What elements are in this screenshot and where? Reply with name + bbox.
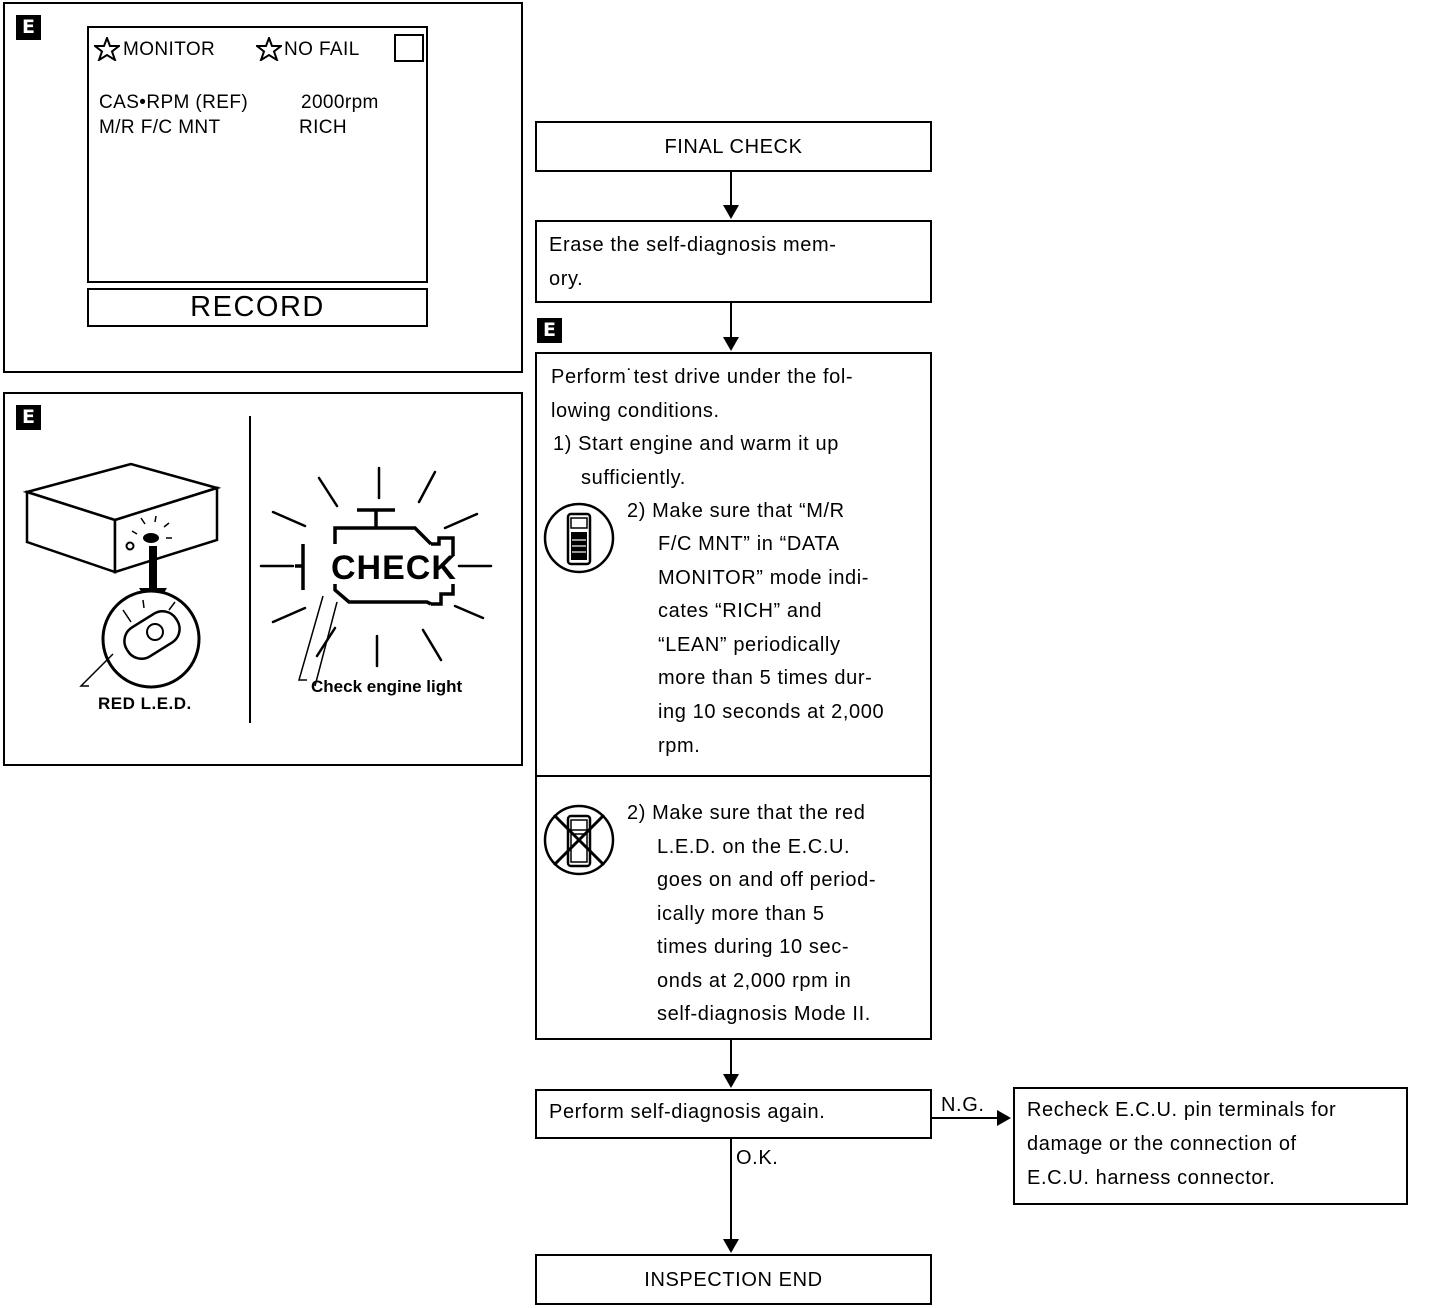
step2-consult-text: MONITOR” mode indi- <box>658 567 870 589</box>
drive-intro-text: lowing conditions. <box>551 400 720 422</box>
star-icon <box>94 37 120 61</box>
final-check-box: FINAL CHECK <box>535 121 932 172</box>
check-text: CHECK <box>331 549 457 587</box>
section-divider <box>537 775 930 777</box>
recheck-text: damage or the connection of <box>1027 1133 1297 1155</box>
no-fail-label: NO FAIL <box>284 39 360 60</box>
recheck-box: Recheck E.C.U. pin terminals for damage … <box>1013 1087 1408 1205</box>
ng-connector <box>932 1117 1001 1119</box>
recheck-text: Recheck E.C.U. pin terminals for <box>1027 1099 1337 1121</box>
step2-consult-text: ing 10 seconds at 2,000 <box>658 701 885 723</box>
inspection-end-label: INSPECTION END <box>644 1268 823 1291</box>
check-engine-light-label: Check engine light <box>311 677 463 696</box>
monitor-row-value: 2000rpm <box>301 92 379 113</box>
flow-arrow <box>723 172 739 219</box>
step2-led-text: ically more than 5 <box>657 903 825 925</box>
final-check-label: FINAL CHECK <box>664 135 803 158</box>
monitor-header-label: MONITOR <box>123 39 216 60</box>
flow-arrow <box>723 1139 739 1253</box>
monitor-row-value: RICH <box>299 117 348 138</box>
monitor-panel: E MONITOR NO FAIL CAS•RPM (REF) 2000rpm … <box>3 2 523 373</box>
inspection-end-box: INSPECTION END <box>535 1254 932 1305</box>
recheck-text: E.C.U. harness connector. <box>1027 1167 1276 1189</box>
monitor-screen: MONITOR NO FAIL CAS•RPM (REF) 2000rpm M/… <box>87 26 428 283</box>
erase-memory-text: ory. <box>549 268 584 290</box>
monitor-row-label: CAS•RPM (REF) <box>99 92 249 113</box>
step2-consult-text: rpm. <box>658 735 701 757</box>
monitor-checkbox[interactable] <box>394 34 424 62</box>
step1-text: 1) Start engine and warm it up <box>553 433 839 455</box>
step2-led-text: self-diagnosis Mode II. <box>657 1003 871 1025</box>
red-led-label: RED L.E.D. <box>98 694 192 713</box>
star-icon <box>256 37 282 61</box>
step2-led-text: L.E.D. on the E.C.U. <box>657 836 851 858</box>
flow-arrow <box>723 1040 739 1088</box>
record-button[interactable]: RECORD <box>87 288 428 327</box>
step2-consult-text: “LEAN” periodically <box>658 634 841 656</box>
step1-text: sufficiently. <box>581 467 686 489</box>
flow-arrow <box>723 303 739 351</box>
e-badge: E <box>537 318 562 343</box>
panel-divider <box>249 416 251 723</box>
ok-label: O.K. <box>736 1147 779 1169</box>
erase-memory-box: Erase the self-diagnosis mem- ory. <box>535 220 932 303</box>
no-consult-icon <box>543 804 615 876</box>
e-badge: E <box>16 405 41 430</box>
self-diagnosis-box: Perform self-diagnosis again. <box>535 1089 932 1139</box>
ecu-unit-illustration <box>22 462 222 689</box>
step2-led-text: times during 10 sec- <box>657 936 850 958</box>
step2-consult-text: cates “RICH” and <box>658 600 823 622</box>
monitor-row-label: M/R F/C MNT <box>99 117 221 138</box>
step2-consult-text: more than 5 times dur- <box>658 667 873 689</box>
step2-led-text: goes on and off period- <box>657 869 877 891</box>
erase-memory-text: Erase the self-diagnosis mem- <box>549 234 837 256</box>
drive-intro-text: Perform˙test drive under the fol- <box>551 366 854 388</box>
ng-arrowhead <box>997 1110 1011 1126</box>
consult-tester-icon <box>543 502 615 574</box>
test-drive-box: Perform˙test drive under the fol- lowing… <box>535 352 932 1040</box>
step2-led-text: 2) Make sure that the red <box>627 802 866 824</box>
self-diagnosis-label: Perform self-diagnosis again. <box>549 1101 826 1123</box>
record-button-label: RECORD <box>190 291 325 323</box>
e-badge: E <box>16 15 41 40</box>
check-engine-light-icon <box>259 466 493 687</box>
step2-consult-text: F/C MNT” in “DATA <box>658 533 840 555</box>
ecu-panel: E RED L.E.D. <box>3 392 523 766</box>
step2-led-text: onds at 2,000 rpm in <box>657 970 852 992</box>
ng-label: N.G. <box>941 1094 985 1116</box>
step2-consult-text: 2) Make sure that “M/R <box>627 500 845 522</box>
